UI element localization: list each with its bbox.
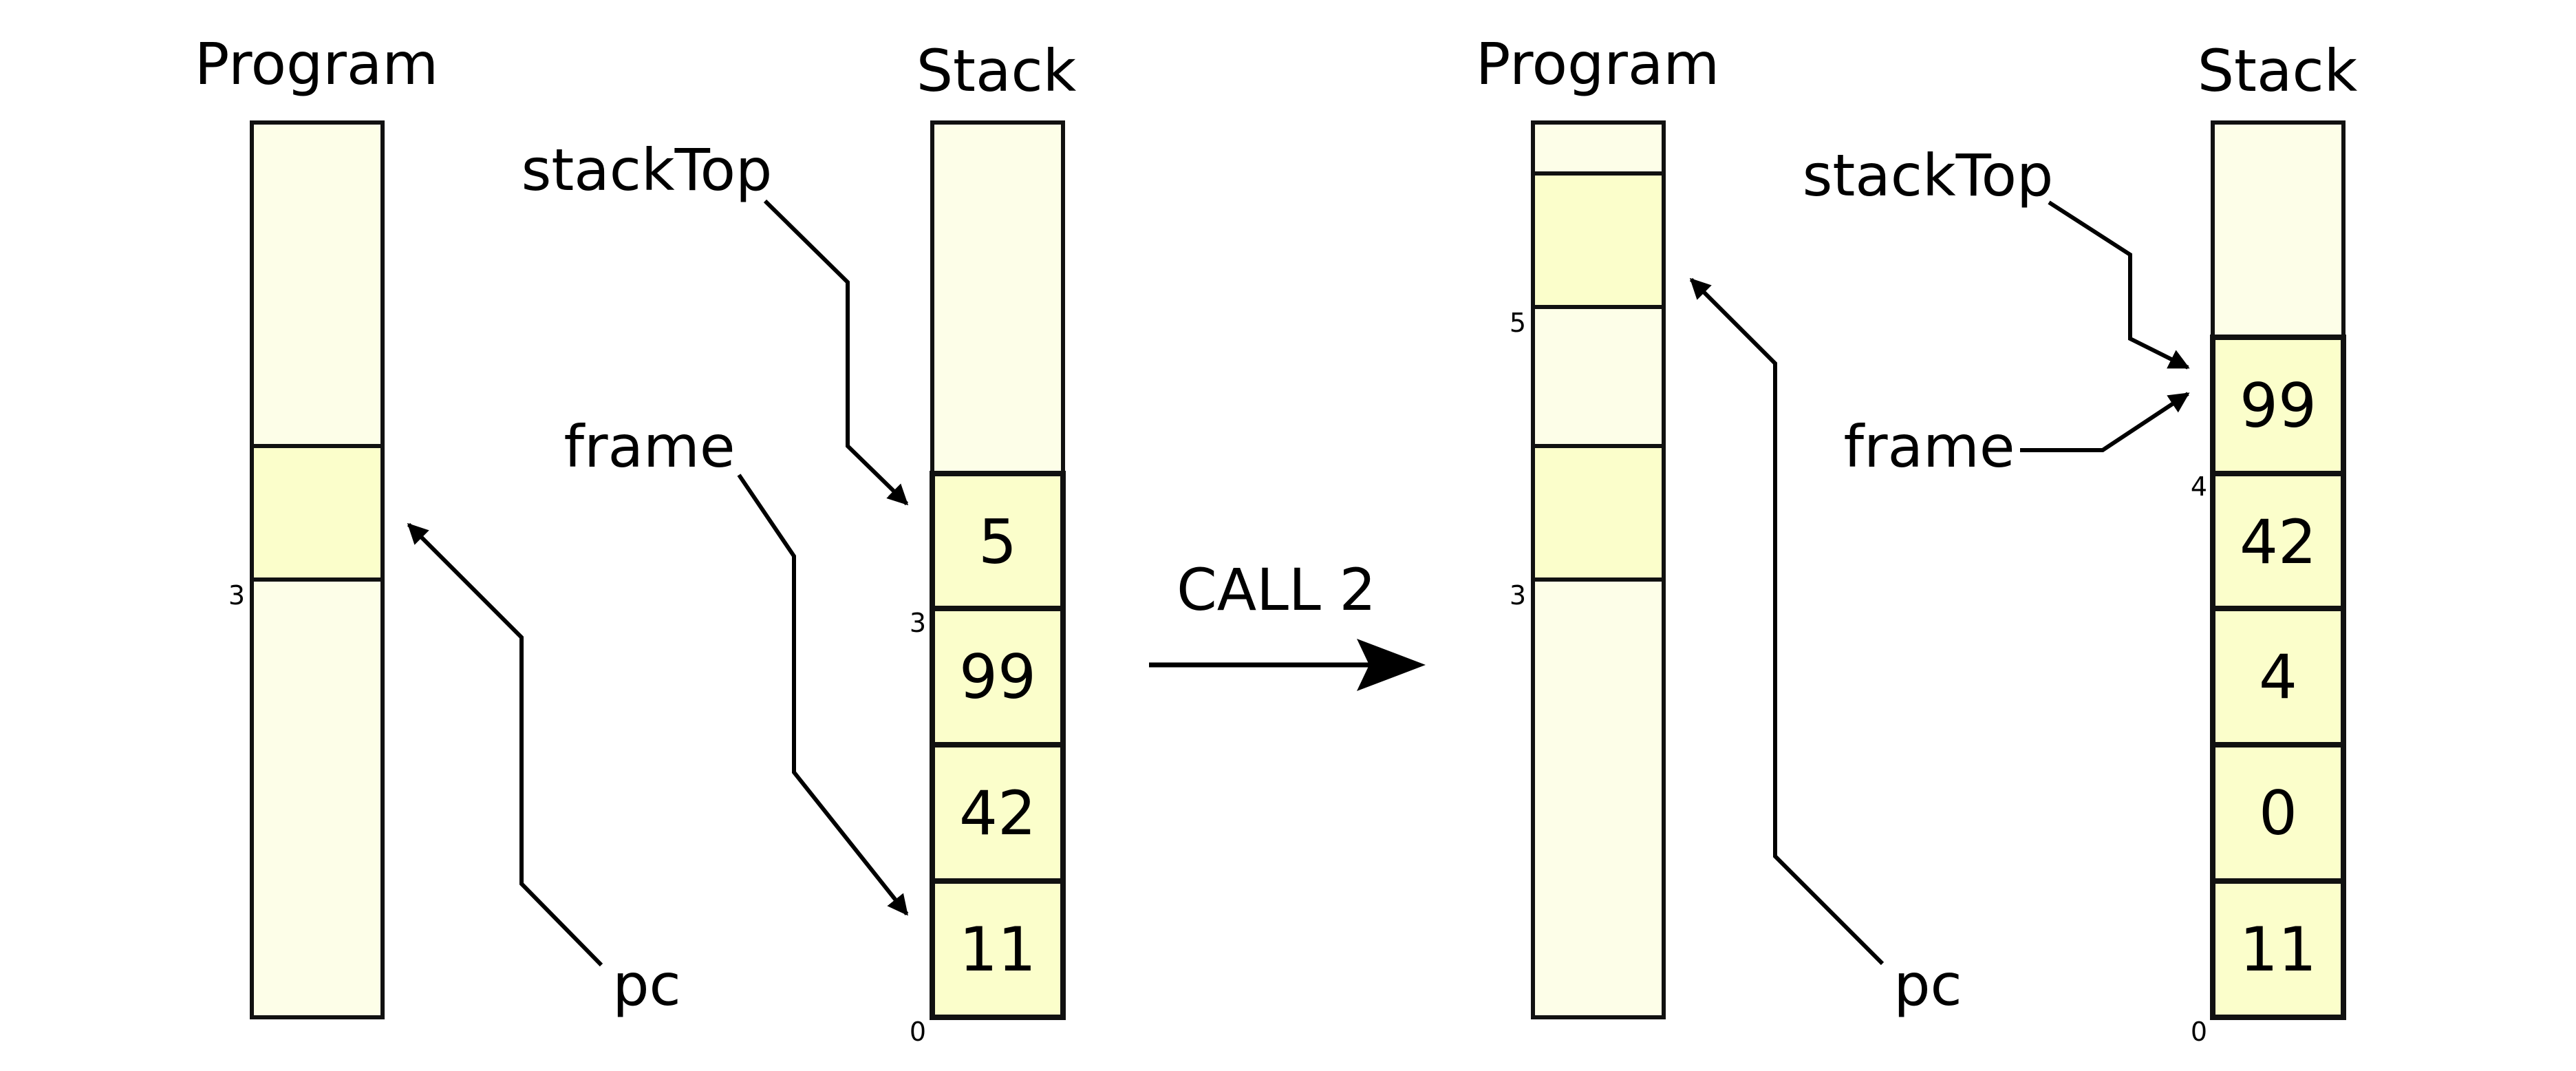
before-stack-cell-box — [930, 606, 1066, 747]
before-pc-arrow — [407, 522, 603, 967]
after-stack-cell: 99 — [2210, 335, 2346, 476]
after-stack-cell-value: 0 — [2259, 778, 2297, 849]
after-stack-frame-index: 4 — [2191, 471, 2207, 502]
before-program-current-block — [250, 444, 385, 582]
after-program-title: Program — [1476, 30, 1719, 98]
after-program-called-block — [1531, 171, 1666, 309]
before-stacktop-label: stackTop — [522, 136, 773, 204]
before-state: Program 3 Stack 5 99 42 11 3 0 stackTop … — [195, 30, 1077, 1047]
before-stack-cell-value: 99 — [959, 641, 1036, 712]
before-pc-label: pc — [612, 951, 681, 1019]
after-pc-arrow — [1689, 277, 1885, 966]
after-stacktop-arrow — [2048, 200, 2190, 370]
before-stack-cell: 11 — [930, 878, 1066, 1020]
transition-label: CALL 2 — [1177, 556, 1376, 624]
before-frame-arrow — [737, 474, 909, 916]
before-stack-frame-index: 3 — [910, 608, 926, 638]
before-stack-cell: 42 — [930, 742, 1066, 884]
transition-arrow-head — [1357, 639, 1426, 691]
after-stack-cell: 11 — [2210, 878, 2346, 1020]
after-stack-cell: 0 — [2210, 742, 2346, 884]
before-stack-cell-value: 42 — [959, 778, 1036, 849]
before-frame-label: frame — [564, 413, 735, 480]
after-stack-cell-value: 99 — [2240, 370, 2317, 441]
before-stack-cell-value: 5 — [978, 507, 1017, 577]
after-stack-cell-value: 11 — [2240, 914, 2317, 985]
after-program-caller-block — [1531, 444, 1666, 582]
after-stacktop-label: stackTop — [1803, 142, 2054, 209]
after-pc-label: pc — [1893, 951, 1962, 1019]
before-stack-bottom-index: 0 — [910, 1017, 926, 1047]
after-frame-arrow — [2020, 392, 2190, 452]
after-stack-cell-value: 42 — [2240, 507, 2317, 577]
after-program-lower-index: 3 — [1510, 580, 1526, 611]
after-frame-label: frame — [1843, 413, 2015, 480]
before-program-index-label: 3 — [228, 580, 245, 611]
after-state: Program 5 3 Stack 99 42 4 0 11 4 0 — [1476, 30, 2358, 1047]
after-stack-cell-box — [2210, 878, 2346, 1020]
after-stack-cell: 42 — [2210, 471, 2346, 611]
before-program-title: Program — [195, 30, 438, 98]
before-stack-cell: 5 — [930, 471, 1066, 611]
transition: CALL 2 — [1149, 556, 1426, 691]
before-stack-cell-value: 11 — [959, 914, 1036, 985]
after-stack-cell-value: 4 — [2259, 641, 2297, 712]
after-stack-title: Stack — [2198, 37, 2358, 105]
before-stacktop-arrow — [763, 199, 909, 506]
after-stack-bottom-index: 0 — [2191, 1017, 2207, 1047]
after-program-upper-index: 5 — [1510, 308, 1526, 338]
before-stack-title: Stack — [916, 37, 1077, 105]
after-stack-cell: 4 — [2210, 606, 2346, 747]
before-stack-cell-box — [930, 878, 1066, 1020]
before-stack-cell: 99 — [930, 606, 1066, 747]
